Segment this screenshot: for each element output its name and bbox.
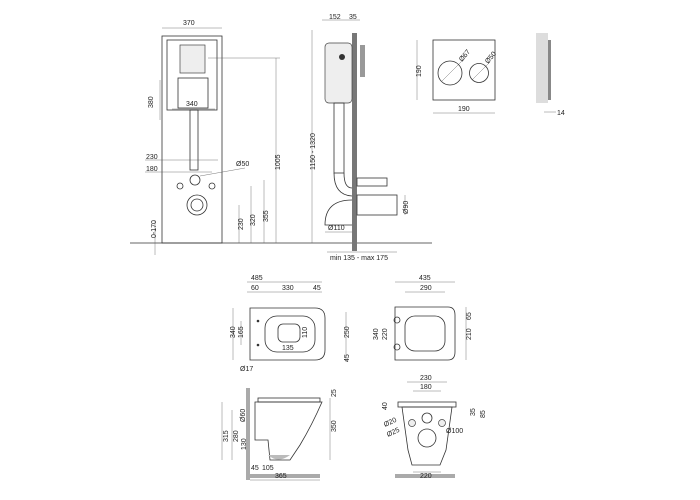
dim-bolt-spacing: 165 (238, 326, 245, 338)
dim-side-wall: 35 (349, 14, 357, 21)
dim-offset: min 135 - max 175 (330, 255, 388, 262)
plate-outline (432, 39, 496, 101)
dim-inner-width: 135 (282, 345, 294, 352)
dim-actuator-height: 1005 (275, 154, 282, 170)
dim-back-base: 220 (420, 473, 432, 480)
dim-side-depth: 152 (329, 14, 341, 21)
bowl-side-outline (254, 401, 323, 461)
dim-outlet-height: 130 (241, 438, 248, 450)
dim-bowl-middle: 330 (282, 285, 294, 292)
seat-top-view: 435 290 340 220 65 210 (373, 275, 473, 361)
bolt-left (408, 419, 416, 427)
dim-wall-gap: 45 (251, 465, 259, 472)
bowl-outline (249, 307, 326, 361)
dim-outlet: Ø110 (328, 225, 345, 232)
dim-bowl-right: 45 (313, 285, 321, 292)
dim-seat-front: 65 (466, 312, 473, 320)
bowl-back-outline (401, 406, 453, 466)
dim-rear: 45 (344, 354, 351, 362)
bowl-back-view: 230 180 40 35 85 Ø20 Ø25 Ø100 220 (382, 375, 487, 480)
frame-outline (161, 35, 223, 244)
dim-small-button: Ø50 (484, 51, 498, 66)
dim-plate-thickness: 14 (557, 110, 565, 117)
dim-leg-adjust: 0-170 (151, 220, 158, 238)
dim-bolt-a: 35 (470, 408, 477, 416)
dim-total-height: 1150 - 1320 (310, 133, 317, 170)
dim-bowl-height: 350 (331, 420, 338, 432)
dim-inner-fix: 180 (146, 166, 158, 173)
dim-drain-height: 230 (238, 218, 245, 230)
dim-inlet: Ø60 (240, 409, 247, 422)
dim-hinge-depth: 220 (382, 328, 389, 340)
dim-bolt-large: Ø25 (386, 427, 401, 439)
flush-pipe (189, 174, 201, 186)
dim-bolt-hole: Ø17 (240, 366, 253, 373)
frame-profile (352, 33, 357, 251)
bowl-side-view: 315 280 Ø60 130 25 350 45 105 365 (221, 388, 338, 481)
dim-seat-depth: 250 (344, 326, 351, 338)
dim-320: 320 (250, 214, 257, 226)
dim-bolt-small: Ø20 (383, 417, 398, 429)
dim-side-length: 365 (275, 473, 287, 480)
dim-back-inner: 180 (420, 384, 432, 391)
dim-bolt-b: 85 (480, 410, 487, 418)
dim-bowl-depth: 340 (230, 326, 237, 338)
flush-plate-view: Ø67 Ø50 190 190 14 (416, 33, 565, 117)
dim-seat-length: 210 (466, 328, 473, 340)
frame-side-view: 152 35 1150 - 1320 Ø90 Ø110 min 135 - ma… (310, 14, 410, 262)
cistern (324, 42, 353, 104)
dim-outer-fix: 230 (146, 154, 158, 161)
dim-seat-overall: 435 (419, 275, 431, 282)
dim-back-outer: 230 (420, 375, 432, 382)
wall-hatch (246, 388, 250, 480)
dim-plate-height: 190 (416, 65, 423, 77)
dim-seat-depth-overall: 340 (373, 328, 380, 340)
dim-bowl-overall: 485 (251, 275, 263, 282)
seat-outline (394, 306, 456, 361)
big-button (437, 60, 463, 86)
dim-back-top: 40 (382, 402, 389, 410)
dim-back-outlet: Ø100 (446, 428, 463, 435)
dim-plate-width: 190 (458, 106, 470, 113)
dim-355: 355 (263, 210, 270, 222)
bolt-right (438, 419, 446, 427)
tank (177, 77, 209, 109)
dim-seat-thickness: 25 (331, 389, 338, 397)
frame-front-view: 370 380 340 230 180 Ø50 1005 355 320 230… (130, 20, 432, 255)
outlet-circle (417, 428, 437, 448)
dim-tank-height: 380 (148, 96, 155, 108)
dim-inlet-height: 280 (233, 430, 240, 442)
small-button (469, 63, 489, 83)
wall-hatch (536, 33, 548, 103)
drain-outlet (186, 194, 208, 216)
dim-flush-pipe: Ø50 (236, 161, 249, 168)
dim-bowl-left: 60 (251, 285, 259, 292)
dim-width: 370 (183, 20, 195, 27)
bowl-top-view: 485 60 330 45 340 165 110 135 250 45 Ø17 (230, 275, 351, 373)
dim-drain-pipe: Ø90 (403, 201, 410, 214)
dim-side-height: 315 (223, 430, 230, 442)
dim-inner-height: 110 (302, 327, 309, 338)
flush-mechanism (179, 44, 206, 74)
dim-outlet-distance: 105 (262, 465, 274, 472)
dim-seat-hinge: 290 (420, 285, 432, 292)
dim-big-button: Ø67 (458, 49, 472, 64)
dim-tank-width: 340 (186, 101, 198, 108)
